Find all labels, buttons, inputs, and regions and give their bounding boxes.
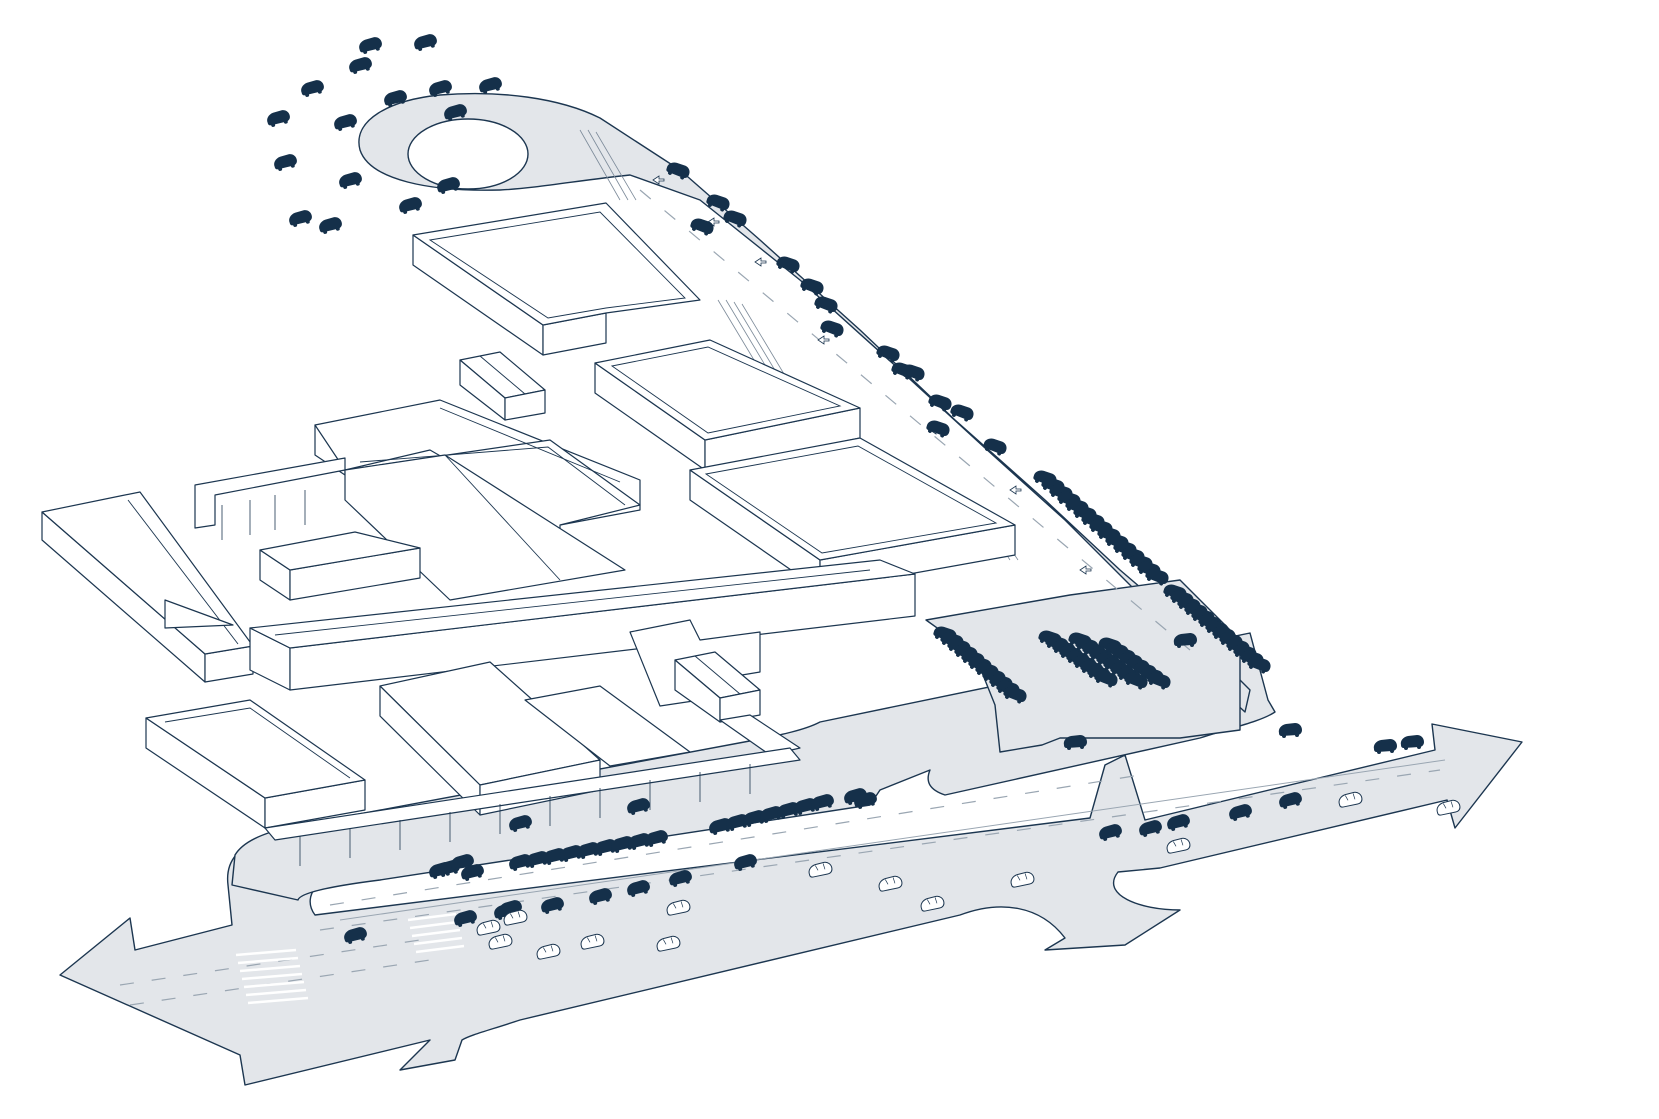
bridge-columns bbox=[221, 490, 306, 540]
car-icon bbox=[317, 216, 344, 235]
car-icon bbox=[347, 56, 374, 75]
gable-house-south bbox=[674, 651, 801, 756]
crosswalk-east bbox=[1254, 732, 1305, 758]
building-south-block bbox=[145, 457, 801, 866]
car-icon bbox=[287, 209, 314, 228]
building-complex bbox=[41, 202, 1016, 866]
car-icon bbox=[477, 76, 504, 95]
crosswalk-center bbox=[407, 912, 465, 954]
building-courtyard-block bbox=[259, 531, 421, 601]
car-icon bbox=[357, 36, 384, 55]
car-icon bbox=[299, 79, 326, 98]
building-west-block bbox=[41, 491, 254, 683]
car-icon bbox=[926, 390, 954, 415]
building-north-block bbox=[412, 202, 701, 356]
car-icon bbox=[272, 153, 299, 172]
car-icon bbox=[397, 196, 424, 215]
crosswalk-west bbox=[235, 948, 309, 1005]
canopy-columns bbox=[299, 764, 751, 866]
car-icon bbox=[688, 214, 716, 239]
car-icon bbox=[337, 171, 364, 190]
building-northeast-block bbox=[594, 339, 861, 471]
car-icon bbox=[924, 416, 952, 441]
car-icon bbox=[1400, 735, 1424, 750]
lane-marking-loop bbox=[639, 189, 1191, 651]
car-icon bbox=[265, 109, 292, 128]
lane-divider bbox=[339, 759, 1446, 921]
car-icon bbox=[874, 341, 902, 366]
gable-house-north bbox=[459, 351, 546, 421]
car-icon bbox=[948, 400, 976, 425]
car-icon bbox=[412, 33, 439, 52]
cul-de-sac-island bbox=[407, 118, 529, 190]
car-icon bbox=[1373, 739, 1397, 754]
car-icon bbox=[332, 113, 359, 132]
pedestrian-bridge bbox=[194, 457, 346, 529]
lane-marking-1 bbox=[329, 774, 1141, 906]
